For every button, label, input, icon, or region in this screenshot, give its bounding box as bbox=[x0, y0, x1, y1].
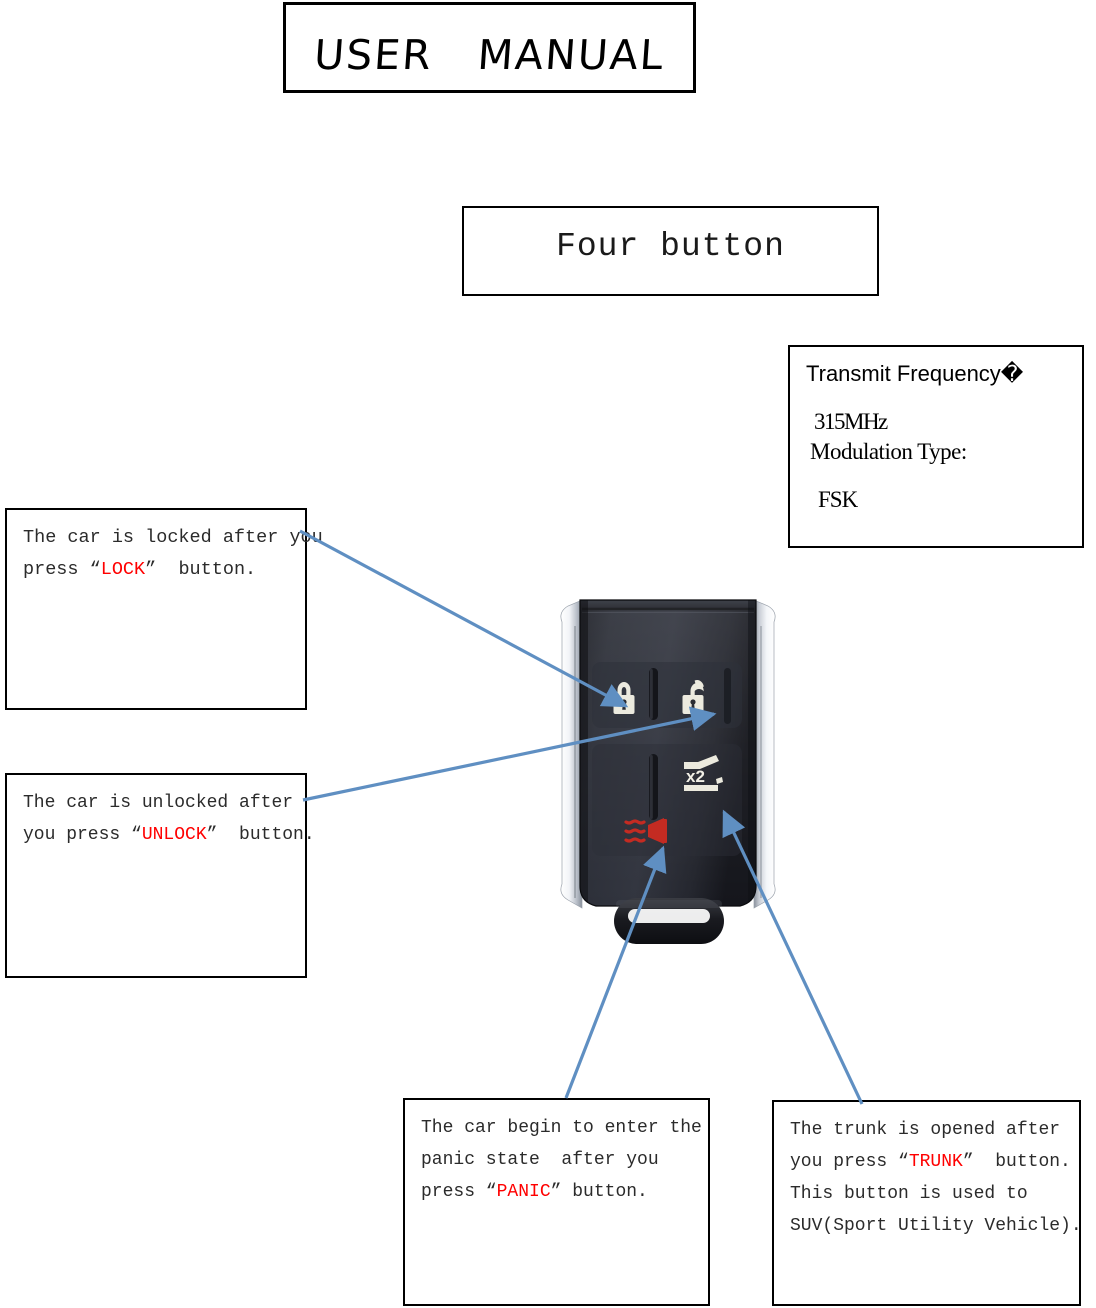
fob-slot-lower-highlight bbox=[649, 755, 653, 819]
fob-body-left-edge bbox=[580, 600, 588, 906]
callout-lock-line2-pre: press “ bbox=[23, 559, 101, 580]
modulation-type-value: FSK bbox=[818, 487, 858, 512]
callout-trunk-line4: SUV(Sport Utility Vehicle). bbox=[790, 1216, 1082, 1236]
key-fob-image: x2 bbox=[560, 599, 776, 944]
callout-panic: The car begin to enter the panic state a… bbox=[403, 1098, 710, 1306]
callout-trunk-line2: you press “TRUNK” button. bbox=[790, 1146, 1079, 1178]
callout-trunk-keyword: TRUNK bbox=[908, 1152, 963, 1172]
callout-unlock-keyword: UNLOCK bbox=[141, 825, 207, 845]
callout-panic-line3-post: ” button. bbox=[550, 1182, 648, 1202]
spec-box: Transmit Frequency� 315MHz Modulation Ty… bbox=[788, 345, 1084, 548]
callout-unlock-line2-pre: you press “ bbox=[23, 825, 142, 845]
callout-trunk-line2-post: ” button. bbox=[962, 1152, 1071, 1172]
callout-unlock-line2: you press “UNLOCK” button. bbox=[23, 819, 315, 851]
fob-body-right-edge bbox=[748, 600, 756, 906]
tailgate-x2-icon-label: x2 bbox=[686, 767, 705, 786]
fob-keyring-loop bbox=[614, 898, 724, 944]
callout-lock: The car is locked after you press “LOCK”… bbox=[5, 508, 323, 710]
horn-panic-icon-wave-1 bbox=[624, 819, 646, 825]
fob-keyring-highlight bbox=[616, 900, 722, 908]
fob-chrome-right bbox=[753, 599, 776, 909]
subtitle-box: Four button bbox=[462, 206, 879, 296]
callout-lock-keyword: LOCK bbox=[100, 559, 146, 580]
callout-unlock-line1: The car is unlocked after bbox=[23, 793, 294, 813]
callout-trunk: The trunk is opened after you press “TRU… bbox=[772, 1100, 1082, 1306]
callout-unlock-line2-post: ” button. bbox=[206, 825, 315, 845]
horn-panic-icon-wave-3 bbox=[624, 837, 646, 843]
callout-panic-line3: press “PANIC” button. bbox=[421, 1176, 708, 1208]
callout-trunk-line2-pre: you press “ bbox=[790, 1152, 909, 1172]
callout-panic-line3-pre: press “ bbox=[421, 1182, 497, 1202]
transmit-frequency-label: Transmit Frequency� bbox=[806, 361, 1024, 386]
fob-keyring-hole bbox=[628, 909, 710, 923]
callout-trunk-line3: This button is used to bbox=[790, 1184, 1028, 1204]
open-padlock-icon-keyhole bbox=[690, 699, 696, 705]
subtitle-label: Four button bbox=[556, 228, 785, 265]
modulation-type-label: Modulation Type: bbox=[810, 439, 967, 464]
fob-lock-button[interactable] bbox=[609, 678, 639, 714]
tailgate-x2-icon-tick bbox=[716, 777, 723, 784]
horn-panic-icon-horn-back bbox=[663, 819, 667, 843]
callout-lock-line2-post: ” button. bbox=[145, 559, 257, 580]
fob-panic-button[interactable] bbox=[624, 818, 667, 844]
callout-panic-line2: panic state after you bbox=[421, 1150, 659, 1170]
transmit-frequency-value: 315MHz bbox=[814, 409, 888, 434]
callout-panic-line1: The car begin to enter the bbox=[421, 1118, 702, 1138]
horn-panic-icon-horn bbox=[648, 818, 664, 844]
open-padlock-icon-shackle-arc bbox=[694, 679, 704, 688]
callout-trunk-line1: The trunk is opened after bbox=[790, 1120, 1061, 1140]
fob-slot-upper-highlight bbox=[649, 669, 653, 719]
callout-lock-line2: press “LOCK” button. bbox=[23, 554, 305, 586]
title-box: USER MANUAL bbox=[283, 2, 696, 93]
fob-slot-right bbox=[724, 668, 731, 724]
page-title: USER MANUAL bbox=[312, 31, 667, 79]
fob-chrome-left bbox=[560, 599, 583, 909]
callout-unlock: The car is unlocked after you press “UNL… bbox=[5, 773, 315, 978]
horn-panic-icon-wave-2 bbox=[624, 828, 646, 834]
callout-panic-keyword: PANIC bbox=[496, 1182, 551, 1202]
callout-lock-line1: The car is locked after you bbox=[23, 527, 323, 548]
